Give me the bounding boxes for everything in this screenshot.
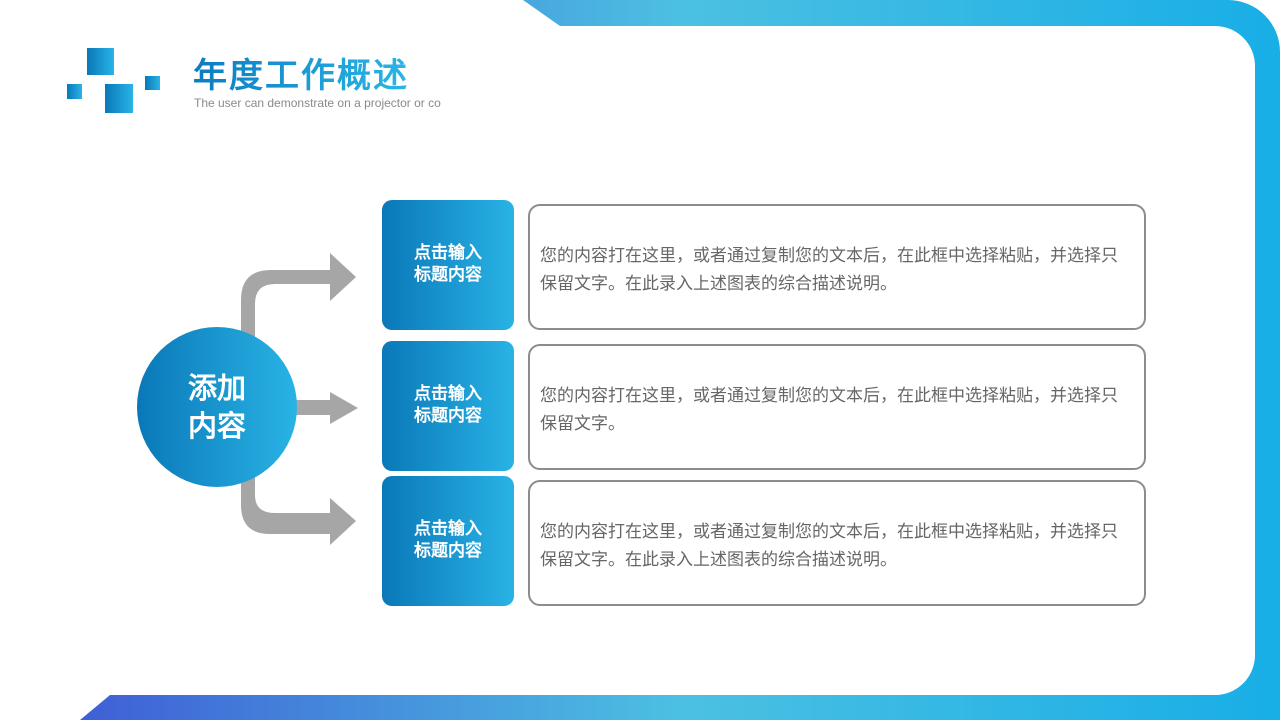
item-title: 点击输入标题内容	[414, 519, 482, 561]
item-title-box: 点击输入标题内容	[382, 476, 514, 606]
arrow-top	[241, 253, 356, 340]
item-text-box[interactable]: 您的内容打在这里，或者通过复制您的文本后，在此框中选择粘贴，并选择只保留文字。在…	[528, 480, 1146, 606]
item-title: 点击输入标题内容	[414, 384, 482, 426]
item-title-box: 点击输入标题内容	[382, 200, 514, 330]
center-label: 添加内容	[187, 371, 246, 443]
connector-arrows	[241, 253, 358, 545]
page-subtitle: The user can demonstrate on a projector …	[194, 96, 441, 110]
logo-square	[67, 84, 82, 99]
item-text-box[interactable]: 您的内容打在这里，或者通过复制您的文本后，在此框中选择粘贴，并选择只保留文字。	[528, 344, 1146, 470]
item-title: 点击输入标题内容	[414, 243, 482, 285]
logo-square	[145, 76, 160, 90]
arrow-middle	[290, 392, 358, 424]
center-circle: 添加内容	[137, 327, 297, 487]
logo-square	[105, 84, 133, 113]
page-title: 年度工作概述	[193, 48, 409, 97]
logo-square	[87, 48, 114, 75]
item-text-box[interactable]: 您的内容打在这里，或者通过复制您的文本后，在此框中选择粘贴，并选择只保留文字。在…	[528, 204, 1146, 330]
arrow-bottom	[241, 470, 356, 545]
item-title-box: 点击输入标题内容	[382, 341, 514, 471]
